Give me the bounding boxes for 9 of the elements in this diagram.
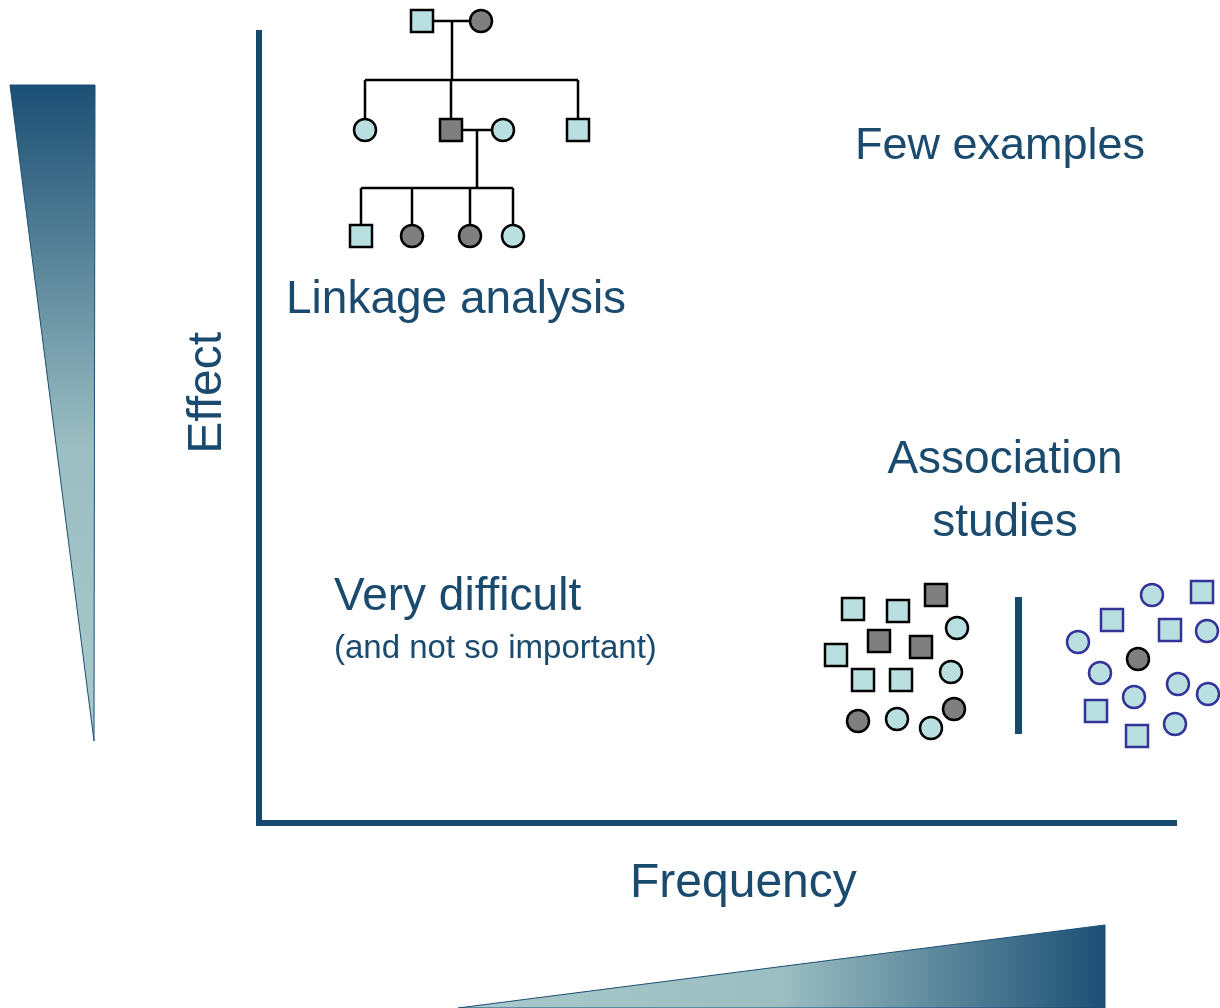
region-label: Very difficult [334,567,582,622]
axis-title: Frequency [630,853,857,909]
frequency-gradient-wedge [457,924,1106,1008]
region-label: Few examples [855,117,1146,171]
method-label: Linkage analysis [286,270,627,325]
axis-title: Effect [177,331,233,454]
effect-gradient-wedge [9,84,96,742]
region-note: (and not so important) [334,627,657,667]
method-label: Association studies [886,430,1124,548]
